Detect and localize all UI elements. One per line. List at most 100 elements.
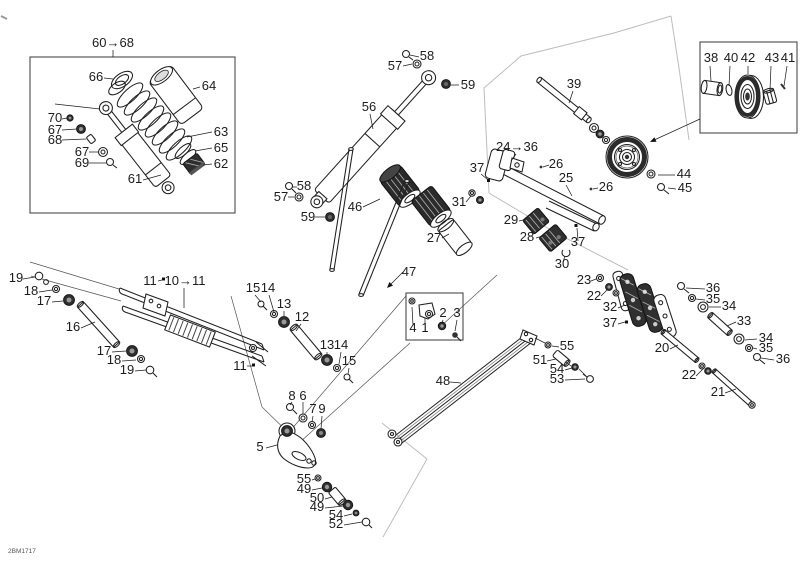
inset-shock-assembly	[54, 66, 206, 195]
part-label-15: 15	[246, 280, 260, 295]
part-label-50: 50	[310, 490, 324, 505]
bracket-29	[522, 207, 550, 235]
part-label-14: 14	[261, 280, 275, 295]
rails-48	[387, 329, 538, 447]
part-label-69: 69	[75, 155, 89, 170]
pointer-dots	[162, 179, 628, 367]
part-label-33: 33	[737, 313, 751, 328]
part-label-65: 65	[214, 140, 228, 155]
shock-56-hardware	[284, 49, 451, 222]
part-label-63: 63	[214, 124, 228, 139]
part-label-38: 38	[704, 50, 718, 65]
part-label-8: 8	[288, 388, 295, 403]
part-label-11: 11	[143, 273, 157, 288]
rods-20-21	[660, 328, 756, 409]
part-label-57: 57	[388, 58, 402, 73]
bracket-inset-box	[405, 292, 464, 341]
part-label-3: 3	[453, 305, 460, 320]
part-label-40: 40	[724, 50, 738, 65]
part-label-26: 26	[549, 156, 563, 171]
roller-set-46	[379, 164, 452, 228]
part-label-13: 13	[320, 337, 334, 352]
part-label-39: 39	[567, 76, 581, 91]
part-label-32: 32	[603, 299, 617, 314]
part-label-5: 5	[256, 439, 263, 454]
wheel-hardware-44-45	[646, 169, 670, 195]
part-label-36: 36	[706, 280, 720, 295]
rod-16-chain	[34, 271, 158, 378]
reservoir-64	[149, 66, 203, 124]
part-label-7: 7	[309, 401, 316, 416]
arm-5-upper-hardware	[285, 402, 326, 438]
main-shock-56	[284, 49, 451, 222]
part-label-36: 36	[776, 351, 790, 366]
part-label-55: 55	[560, 338, 574, 353]
spring-cap-66	[108, 70, 134, 96]
part-label-12: 12	[295, 309, 309, 324]
part-labels: 60→6866646365626170676867695758595658575…	[9, 35, 795, 531]
part-label-14: 14	[334, 337, 348, 352]
part-label-43: 43	[765, 50, 779, 65]
part-label-10→11: 10→11	[165, 273, 206, 288]
part-label-18: 18	[24, 283, 38, 298]
shock-hardware	[54, 103, 118, 169]
part-label-70: 70	[48, 110, 62, 125]
part-label-29: 29	[504, 212, 518, 227]
part-label-4: 4	[409, 320, 416, 335]
front-arm-24-36	[484, 148, 606, 258]
phantom-chassis-outline	[381, 15, 690, 538]
part-label-11: 11	[233, 358, 247, 373]
part-label-34: 34	[759, 330, 773, 345]
arm-5-lower-hardware	[314, 474, 373, 529]
part-label-37: 37	[470, 160, 484, 175]
part-label-37: 37	[571, 234, 585, 249]
part-label-35: 35	[759, 340, 773, 355]
part-label-61: 61	[128, 171, 142, 186]
shock-61	[98, 101, 175, 195]
part-label-47: 47	[402, 264, 416, 279]
part-label-17: 17	[37, 293, 51, 308]
rod-12-chain	[257, 300, 354, 384]
part-label-57: 57	[274, 189, 288, 204]
part-label-15: 15	[342, 353, 356, 368]
inset-wheel-assembly	[700, 74, 786, 120]
rocker-links-32	[595, 270, 677, 339]
idler-wheel	[605, 135, 649, 179]
part-label-66: 66	[89, 69, 103, 84]
part-label-19: 19	[120, 362, 134, 377]
part-label-56: 56	[362, 99, 376, 114]
part-label-67: 67	[48, 122, 62, 137]
rocker-arm-5	[277, 402, 373, 529]
hardware-31	[468, 189, 484, 204]
part-label-54: 54	[329, 507, 343, 522]
doc-code: 2BM1717	[8, 548, 36, 555]
projection-lines	[29, 261, 498, 444]
part-label-46: 46	[348, 199, 362, 214]
inset-bracket-assembly	[408, 297, 462, 342]
part-label-49: 49	[297, 481, 311, 496]
part-label-23: 23	[577, 272, 591, 287]
part-label-37: 37	[603, 315, 617, 330]
part-label-22: 22	[682, 367, 696, 382]
part-label-58: 58	[297, 178, 311, 193]
arrow-47	[387, 282, 393, 288]
part-label-45: 45	[678, 180, 692, 195]
corner-tick	[0, 15, 8, 20]
tubes-47	[329, 147, 410, 297]
leader-lines	[22, 50, 788, 526]
part-label-25: 25	[559, 170, 573, 185]
part-label-27: 27	[427, 230, 441, 245]
part-label-22: 22	[587, 288, 601, 303]
part-label-53: 53	[550, 371, 564, 386]
part-label-59: 59	[301, 209, 315, 224]
part-label-41: 41	[781, 50, 795, 65]
part-label-2: 2	[439, 305, 446, 320]
a-arm-10-11	[118, 287, 269, 367]
inset-pin-41	[780, 83, 786, 90]
part-label-49: 49	[310, 499, 324, 514]
inset-wheel-42	[734, 74, 765, 120]
part-label-13: 13	[277, 296, 291, 311]
shock-inset-box	[29, 56, 236, 214]
